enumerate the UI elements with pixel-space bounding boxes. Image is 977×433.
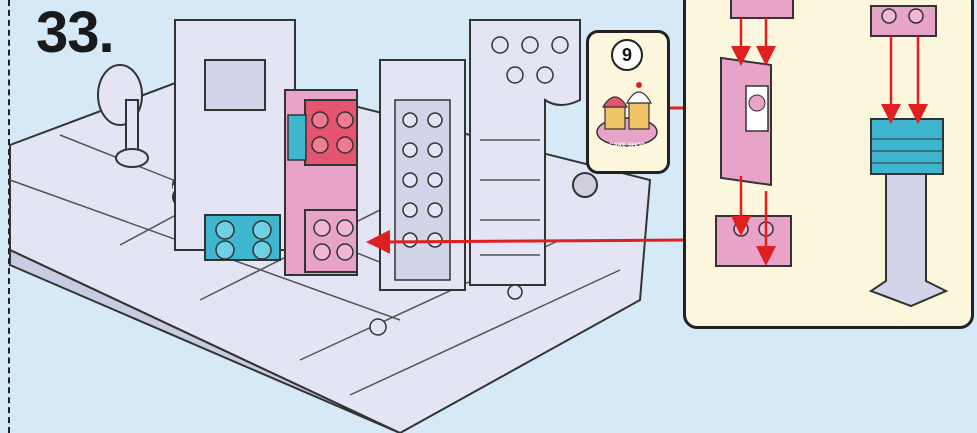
- placement-arrow: [372, 240, 690, 242]
- cyan-brick: [205, 215, 280, 260]
- building-center: [380, 60, 465, 290]
- sticker-label: CAKE SHOP: [609, 143, 645, 149]
- subassembly-callout: [683, 0, 974, 329]
- sticker-callout: 9 CAKE SHOP: [586, 30, 670, 174]
- step-number: 33.: [36, 4, 114, 62]
- pink-column: [285, 90, 357, 275]
- subassembly-diagram: [686, 0, 971, 326]
- sticker-number: 9: [611, 39, 643, 71]
- cake-sticker-icon: CAKE SHOP: [591, 77, 663, 157]
